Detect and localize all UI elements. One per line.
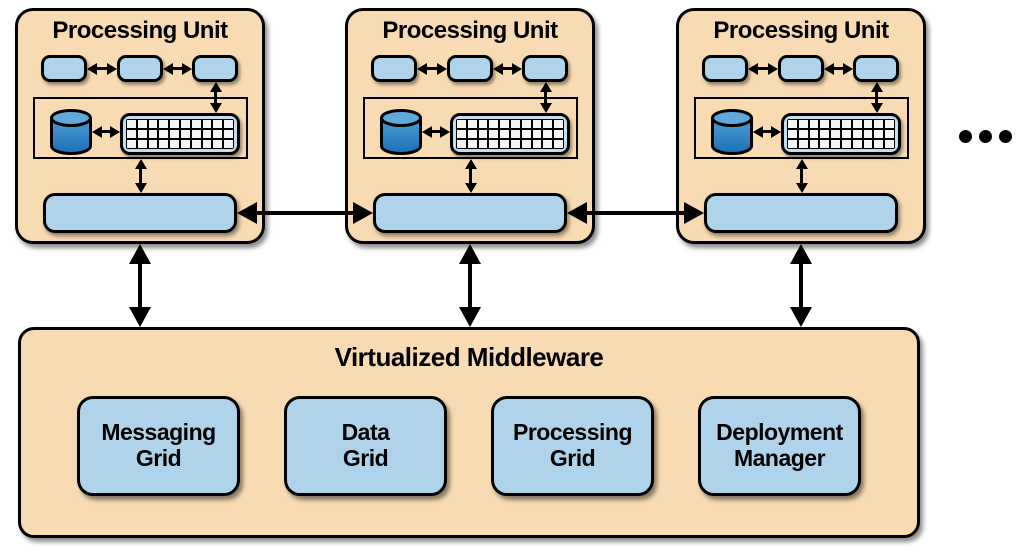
component-label-line1: Messaging: [101, 419, 216, 446]
chip-link-arrow: [502, 67, 513, 70]
component-label-line2: Grid: [342, 445, 389, 471]
data-grid-cells: [456, 119, 564, 149]
component-label-line1: Data: [341, 419, 390, 446]
section-to-bus-arrow: [800, 168, 803, 184]
module-chip: [41, 55, 87, 82]
module-chip: [192, 55, 238, 82]
section-to-bus-arrow: [469, 168, 472, 184]
virtualized-middleware-panel: Virtualized Middleware Messaging Grid Da…: [18, 327, 920, 538]
chip-link-arrow: [172, 67, 183, 70]
in-memory-data-grid-icon: [781, 113, 901, 155]
in-memory-data-grid-icon: [450, 113, 570, 155]
processing-unit-panel-1: Processing Unit: [15, 8, 265, 244]
chip-link-arrow: [833, 67, 844, 70]
middleware-component-messaging-grid: Messaging Grid: [77, 396, 240, 496]
data-replication-section: [694, 97, 909, 159]
section-to-bus-arrow: [139, 168, 142, 184]
component-label-line2: Manager: [733, 445, 826, 471]
data-replication-section: [33, 97, 248, 159]
middleware-component-data-grid: Data Grid: [284, 396, 447, 496]
db-to-grid-arrow: [762, 130, 772, 133]
processing-unit-title: Processing Unit: [382, 17, 558, 44]
virtualized-middleware-title: Virtualized Middleware: [334, 342, 604, 372]
module-chip: [117, 55, 163, 82]
chip-link-arrow: [757, 67, 769, 70]
in-memory-data-grid-icon: [120, 113, 240, 155]
module-chip: [702, 55, 748, 82]
unit-data-bus-bar: [704, 193, 898, 233]
unit-middleware-arrow-3: [799, 263, 803, 308]
processing-unit-title: Processing Unit: [52, 17, 228, 44]
data-grid-cells: [126, 119, 234, 149]
unit-middleware-arrow-1: [138, 263, 142, 308]
chip-link-arrow: [426, 67, 438, 70]
processing-unit-panel-3: Processing Unit: [676, 8, 926, 244]
module-chip: [853, 55, 899, 82]
more-units-ellipsis-icon: [959, 130, 972, 143]
component-label-line2: Grid: [549, 445, 596, 471]
more-units-ellipsis-icon: [999, 130, 1012, 143]
unit-sync-arrow-2-3: [586, 211, 685, 215]
component-label-line2: Grid: [135, 445, 182, 471]
component-label-line1: Processing: [513, 419, 633, 446]
data-grid-cells: [787, 119, 895, 149]
processing-unit-panel-2: Processing Unit: [345, 8, 595, 244]
middleware-component-processing-grid: Processing Grid: [491, 396, 654, 496]
database-icon: [50, 109, 92, 155]
module-chip: [778, 55, 824, 82]
db-to-grid-arrow: [101, 130, 111, 133]
data-replication-section: [363, 97, 578, 159]
database-icon: [380, 109, 422, 155]
unit-middleware-arrow-2: [468, 263, 472, 308]
processing-unit-title: Processing Unit: [713, 17, 889, 44]
component-label-line1: Deployment: [716, 419, 843, 446]
database-icon: [711, 109, 753, 155]
module-chip: [371, 55, 417, 82]
chip-link-arrow: [96, 67, 108, 70]
unit-sync-arrow-1-2: [256, 211, 354, 215]
more-units-ellipsis-icon: [979, 130, 992, 143]
unit-data-bus-bar: [43, 193, 237, 233]
module-chip: [447, 55, 493, 82]
module-chip: [522, 55, 568, 82]
db-to-grid-arrow: [431, 130, 441, 133]
unit-data-bus-bar: [373, 193, 567, 233]
middleware-component-deployment-manager: Deployment Manager: [698, 396, 861, 496]
